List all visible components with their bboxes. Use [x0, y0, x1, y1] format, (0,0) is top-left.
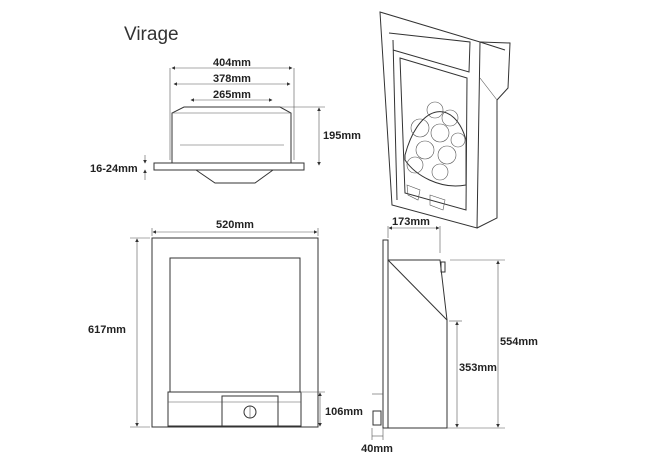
dim-40: 40mm — [361, 443, 393, 455]
dim-404: 404mm — [213, 57, 251, 69]
dim-554: 554mm — [500, 336, 538, 348]
dim-378: 378mm — [213, 73, 251, 85]
isometric-view — [379, 11, 511, 229]
dim-353: 353mm — [459, 362, 497, 374]
top-view: 404mm 378mm 265mm 195mm 16-24mm — [90, 57, 361, 184]
dim-195: 195mm — [323, 130, 361, 142]
dim-173: 173mm — [392, 216, 430, 228]
dim-106: 106mm — [325, 406, 363, 418]
dim-617: 617mm — [88, 324, 126, 336]
dim-265: 265mm — [213, 89, 251, 101]
side-view: 173mm 554mm 353mm 40mm — [361, 216, 538, 455]
dim-520: 520mm — [216, 219, 254, 231]
side-knob-icon — [372, 410, 382, 426]
front-view: 520mm 617mm 106mm — [88, 219, 363, 428]
product-title: Virage — [124, 24, 179, 45]
dim-16-24: 16-24mm — [90, 163, 138, 175]
